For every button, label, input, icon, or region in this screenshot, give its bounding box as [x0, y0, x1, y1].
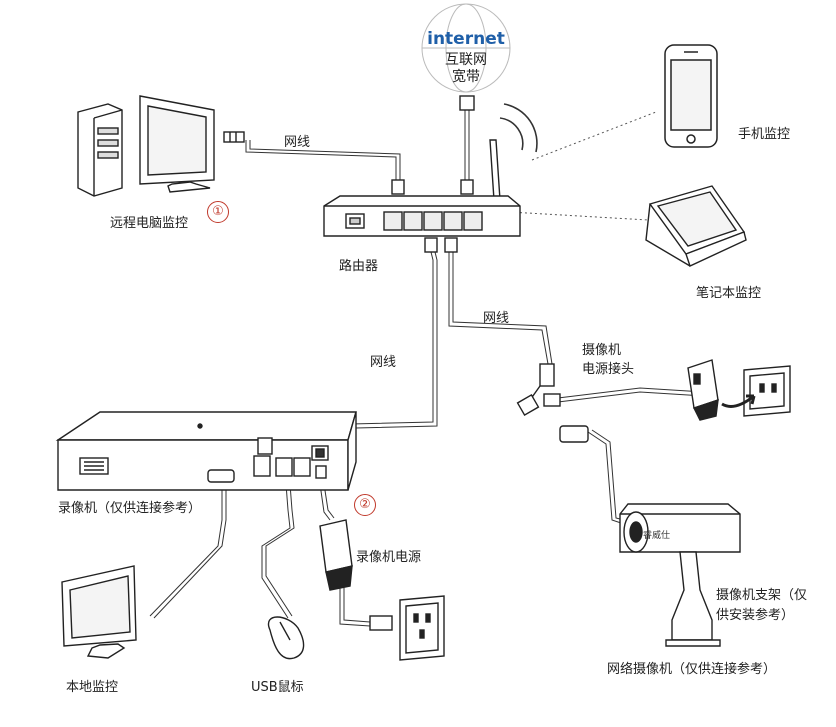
cable-pc-router [245, 140, 397, 186]
camera-label: 网络摄像机（仅供连接参考） [607, 662, 777, 677]
internet-globe-icon [421, 3, 511, 93]
marker-one: ① [207, 201, 229, 223]
cable-router-camera [448, 244, 549, 365]
rj45-plug-icon [257, 437, 273, 455]
camera-splitter-icon [516, 363, 589, 443]
camera-power-label-line1: 摄像机 [582, 343, 622, 358]
remote-pc-label: 远程电脑监控 [110, 216, 189, 231]
internet-line1: 互联网 [445, 52, 487, 68]
nvr-icon [55, 411, 357, 491]
remote-pc-icon [77, 95, 245, 197]
camera-bracket-label-line2: 供安装参考） [716, 608, 795, 623]
usb-mouse-icon [267, 616, 305, 660]
laptop-icon [645, 185, 747, 267]
cable-label-router-nvr: 网线 [370, 355, 397, 370]
phone-label: 手机监控 [738, 127, 791, 142]
camera-power-plug-icon [687, 359, 719, 421]
local-monitor-label: 本地监控 [66, 680, 119, 695]
router-icon [323, 95, 521, 253]
camera-wall-socket-icon [743, 365, 791, 417]
marker-two: ② [354, 494, 376, 516]
cable-label-router-camera: 网线 [483, 311, 510, 326]
wireless-links [509, 111, 657, 221]
nvr-power-label: 录像机电源 [356, 550, 422, 565]
power-adapter-icon [319, 519, 353, 591]
internet-line2: 宽带 [452, 69, 480, 85]
router-label: 路由器 [339, 259, 379, 274]
plug-arrow-icon [721, 394, 755, 408]
camera-power-label-line2: 电源接头 [582, 362, 635, 377]
internet-title: internet [427, 29, 505, 49]
wall-socket-icon [369, 595, 445, 661]
camera-bracket-label-line1: 摄像机支架（仅 [716, 588, 808, 603]
usb-mouse-label: USB鼠标 [251, 680, 304, 695]
phone-icon [664, 44, 718, 148]
local-monitor-icon [61, 565, 137, 659]
camera-brand-label: 睿威仕 [643, 531, 671, 541]
cable-label-pc-router: 网线 [284, 135, 311, 150]
laptop-label: 笔记本监控 [696, 286, 762, 301]
wifi-signal-icon [499, 103, 538, 153]
network-camera-icon [619, 503, 741, 647]
nvr-label: 录像机（仅供连接参考） [58, 501, 202, 516]
